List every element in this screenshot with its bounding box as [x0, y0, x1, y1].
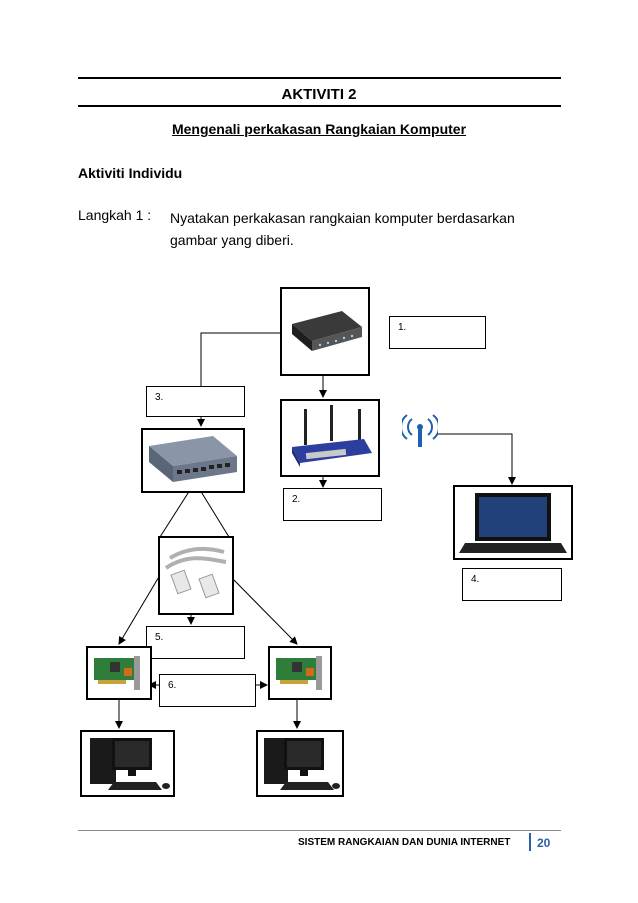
- desktop-computer-image-left: [80, 730, 175, 797]
- desktop-computer-icon: [90, 738, 170, 790]
- footer-rule: [78, 830, 561, 831]
- laptop-image: [453, 485, 573, 560]
- answer-box-2[interactable]: 2.: [283, 488, 382, 521]
- answer-box-6[interactable]: 6.: [159, 674, 256, 707]
- desktop-computer-image-right: [256, 730, 344, 797]
- wireless-router-image: [280, 399, 380, 477]
- laptop-icon: [459, 493, 567, 553]
- step-instruction: Nyatakan perkakasan rangkaian komputer b…: [170, 210, 515, 248]
- wifi-signal-icon: [402, 414, 438, 447]
- answer-label-5: 5.: [155, 632, 164, 643]
- modem-image: [280, 287, 370, 376]
- page-title: AKTIVITI 2: [281, 86, 357, 103]
- answer-label-3: 3.: [155, 392, 164, 403]
- answer-box-1[interactable]: 1.: [389, 316, 486, 349]
- answer-label-6: 6.: [168, 680, 177, 691]
- answer-label-2: 2.: [292, 494, 301, 505]
- network-cable-icon: [164, 546, 227, 599]
- modem-icon: [292, 311, 362, 351]
- footer-title: SISTEM RANGKAIAN DAN DUNIA INTERNET: [298, 837, 511, 848]
- desktop-computer-icon: [264, 738, 340, 790]
- network-card-icon: [276, 656, 322, 690]
- network-card-image-right: [268, 646, 332, 700]
- network-cable-image: [158, 536, 234, 615]
- answer-label-1: 1.: [398, 322, 407, 333]
- page-number: 20: [537, 836, 551, 850]
- switch-image: [141, 428, 245, 493]
- wifi-signal: [402, 413, 438, 449]
- top-rule: [78, 77, 561, 79]
- title-rule: [78, 105, 561, 107]
- wireless-router-icon: [292, 405, 372, 467]
- footer-divider: [529, 833, 531, 851]
- network-card-image-left: [86, 646, 152, 700]
- step-label: Langkah 1 :: [78, 207, 152, 223]
- answer-box-3[interactable]: 3.: [146, 386, 245, 417]
- answer-label-4: 4.: [471, 574, 480, 585]
- section-heading: Aktiviti Individu: [78, 165, 183, 181]
- answer-box-4[interactable]: 4.: [462, 568, 562, 601]
- page-subtitle: Mengenali perkakasan Rangkaian Komputer: [171, 121, 467, 137]
- network-card-icon: [94, 656, 140, 690]
- answer-box-5[interactable]: 5.: [146, 626, 245, 659]
- switch-icon: [149, 436, 237, 482]
